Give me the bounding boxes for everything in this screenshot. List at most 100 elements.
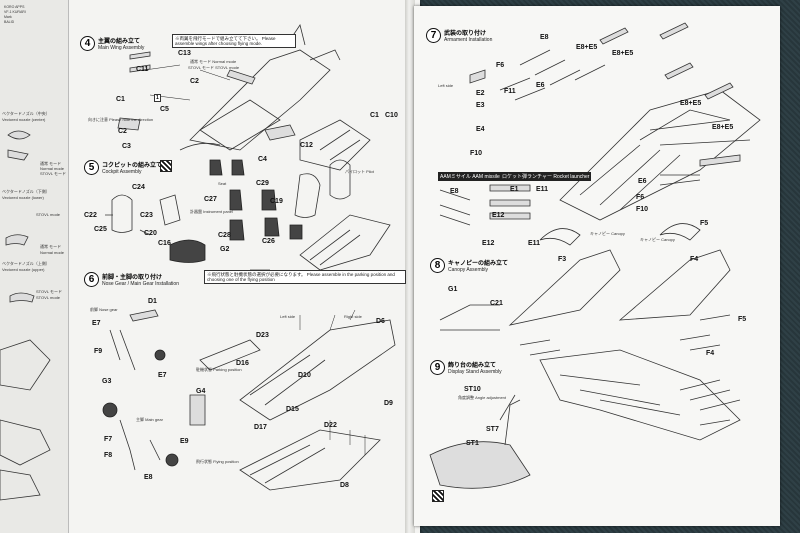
step5-part-g2: G2 bbox=[220, 246, 230, 253]
step5-part-c26: C26 bbox=[262, 238, 275, 245]
step4-normal-mode: 通常 モード Normal mode bbox=[190, 59, 237, 64]
step9-part-st10: ST10 bbox=[464, 386, 481, 393]
normal-mode-en-1: Normal mode bbox=[40, 166, 65, 171]
step4-stovl-mode: STOVL モード STOVL mode bbox=[188, 65, 240, 70]
step8-part-f5a: F5 bbox=[700, 220, 709, 227]
step7-part-f11: F11 bbox=[504, 88, 516, 95]
step7-part-e3: E3 bbox=[476, 102, 485, 109]
nozzle-lower-en: Vectored nozzle (lower) bbox=[2, 195, 44, 200]
step6-part-d8: D8 bbox=[340, 482, 349, 489]
step7-part-f10b: F10 bbox=[636, 206, 649, 213]
step9-stand-drawing bbox=[429, 349, 741, 489]
step4-part-c11: C11 bbox=[136, 66, 149, 73]
step7-rocket-tag: ロケット弾ランチャー Rocket launcher bbox=[500, 172, 592, 181]
step5-part-c27: C27 bbox=[204, 196, 217, 203]
step6-part-d17: D17 bbox=[254, 424, 267, 431]
step7-part-e4: E4 bbox=[476, 126, 485, 133]
step6-left-side: Left side bbox=[280, 314, 296, 319]
step8-header: 8 キャノピーの組み立て Canopy Assembly bbox=[430, 258, 508, 273]
step8-title-en: Canopy Assembly bbox=[448, 267, 489, 273]
step8-canopy-b: キャノピー Canopy bbox=[640, 237, 675, 242]
step7-part-f6b: F6 bbox=[636, 194, 645, 201]
step6-title-jp: 前脚・主脚の取り付け bbox=[102, 275, 163, 281]
step7-partb-e1: E1 bbox=[510, 186, 519, 193]
step9-title-en: Display Stand Assembly bbox=[448, 369, 502, 375]
step9-number: 9 bbox=[430, 360, 445, 375]
step6-part-e9: E9 bbox=[180, 438, 189, 445]
step9-part-st1: ST1 bbox=[466, 440, 479, 447]
nozzle-center-en: Vectored nozzle (center) bbox=[2, 117, 46, 122]
step7-aam-tag: AAMミサイル AAM missile bbox=[438, 172, 502, 181]
step6-part-d1: D1 bbox=[148, 298, 157, 305]
nozzle-upper-jp: ベクタードノズル（上側） bbox=[2, 261, 50, 266]
normal-mode-jp-1: 通常 モード bbox=[40, 161, 62, 166]
strip-header-2: VF-1 KURARI bbox=[4, 10, 26, 14]
step5-cockpit-drawing bbox=[105, 159, 391, 271]
step5-part-c16: C16 bbox=[158, 240, 171, 247]
step7-number: 7 bbox=[426, 28, 441, 43]
step8-part-f3: F3 bbox=[558, 256, 567, 263]
step7-part-e8e5c: E8+E5 bbox=[680, 100, 702, 107]
left-strip-panel: KORO APPS VF-1 KURARI Mark BALID ベクタードノズ… bbox=[0, 0, 69, 533]
step4-title-jp: 主翼の組み立て bbox=[98, 39, 141, 45]
step4-title-en: Main Wing Assembly bbox=[98, 45, 145, 51]
step8-canopy-drawing bbox=[439, 223, 731, 356]
normal-mode-en-2: Normal mode bbox=[40, 250, 65, 255]
step7-title-en: Armament Installation bbox=[444, 37, 493, 43]
step7-partb-e11: E11 bbox=[536, 186, 549, 193]
step8-part-f5b: F5 bbox=[738, 316, 747, 323]
normal-mode-jp-2: 通常 モード bbox=[40, 244, 62, 249]
nozzle-center-jp: ベクタードノズル（中央） bbox=[2, 111, 50, 116]
step7-partb-e12a: E12 bbox=[492, 212, 505, 219]
step7-title-jp: 武装の取り付け bbox=[444, 31, 487, 37]
step5-number: 5 bbox=[84, 160, 99, 175]
step6-header: 6 前脚・主脚の取り付け Nose Gear / Main Gear Insta… bbox=[84, 272, 179, 287]
paint-flag-icon-2 bbox=[432, 490, 444, 502]
step6-part-e8: E8 bbox=[144, 474, 153, 481]
step5-part-c19: C19 bbox=[270, 198, 283, 205]
step6-part-f9: F9 bbox=[94, 348, 103, 355]
step6-part-f7: F7 bbox=[104, 436, 113, 443]
step5-pilot: パイロット Pilot bbox=[345, 169, 374, 174]
step5-title-jp: コクピットの組み立て bbox=[102, 163, 163, 169]
step8-number: 8 bbox=[430, 258, 445, 273]
stovl-mode-en-1: STOVL mode bbox=[36, 212, 61, 217]
step4-callout-1: 1 bbox=[154, 94, 161, 102]
step7-part-e2: E2 bbox=[476, 90, 485, 97]
step7-left-side: Left side bbox=[438, 83, 454, 88]
step5-seat: Seat bbox=[218, 181, 227, 186]
step6-part-d23: D23 bbox=[256, 332, 269, 339]
step5-part-c24: C24 bbox=[132, 184, 145, 191]
step7-partb-e12b: E12 bbox=[482, 240, 495, 247]
strip-header-1: KORO APPS bbox=[4, 5, 25, 9]
step6-part-g3: G3 bbox=[102, 378, 112, 385]
strip-nozzle-drawings bbox=[0, 130, 51, 501]
step5-part-c22: C22 bbox=[84, 212, 97, 219]
stovl-mode-en-2: STOVL mode bbox=[36, 295, 61, 300]
step4-part-c13: C13 bbox=[178, 50, 191, 57]
step8-part-f4b: F4 bbox=[706, 350, 715, 357]
step8-title-jp: キャノピーの組み立て bbox=[448, 261, 509, 267]
step4-part-c3: C3 bbox=[122, 143, 131, 150]
step6-part-d15: D15 bbox=[286, 406, 299, 413]
step6-part-f8: F8 bbox=[104, 452, 113, 459]
step9-title-jp: 飾り台の組み立て bbox=[448, 363, 497, 369]
step6-number: 6 bbox=[84, 272, 99, 287]
step6-part-e7a: E7 bbox=[92, 320, 101, 327]
step7-part-e8e5d: E8+E5 bbox=[712, 124, 734, 131]
step6-part-e7b: E7 bbox=[158, 372, 167, 379]
step6-part-d16: D16 bbox=[236, 360, 249, 367]
step4-jet-drawing bbox=[117, 24, 371, 171]
step4-note-direction: 向きに注意 Please note the direction bbox=[88, 117, 154, 122]
step6-nose-gear: 前脚 Nose gear bbox=[90, 307, 118, 312]
step7-header: 7 武装の取り付け Armament Installation bbox=[426, 28, 492, 43]
step6-part-d22: D22 bbox=[324, 422, 337, 429]
step4-header: 4 主翼の組み立て Main Wing Assembly bbox=[80, 36, 144, 51]
step7-partb-e11b: E11 bbox=[528, 240, 541, 247]
step7-part-f10a: F10 bbox=[470, 150, 483, 157]
step6-main-gear: 主脚 Main gear bbox=[136, 417, 163, 422]
step5-part-c28: C28 bbox=[218, 232, 231, 239]
step9-part-st7: ST7 bbox=[486, 426, 499, 433]
strip-header-3: Mark bbox=[4, 15, 12, 19]
